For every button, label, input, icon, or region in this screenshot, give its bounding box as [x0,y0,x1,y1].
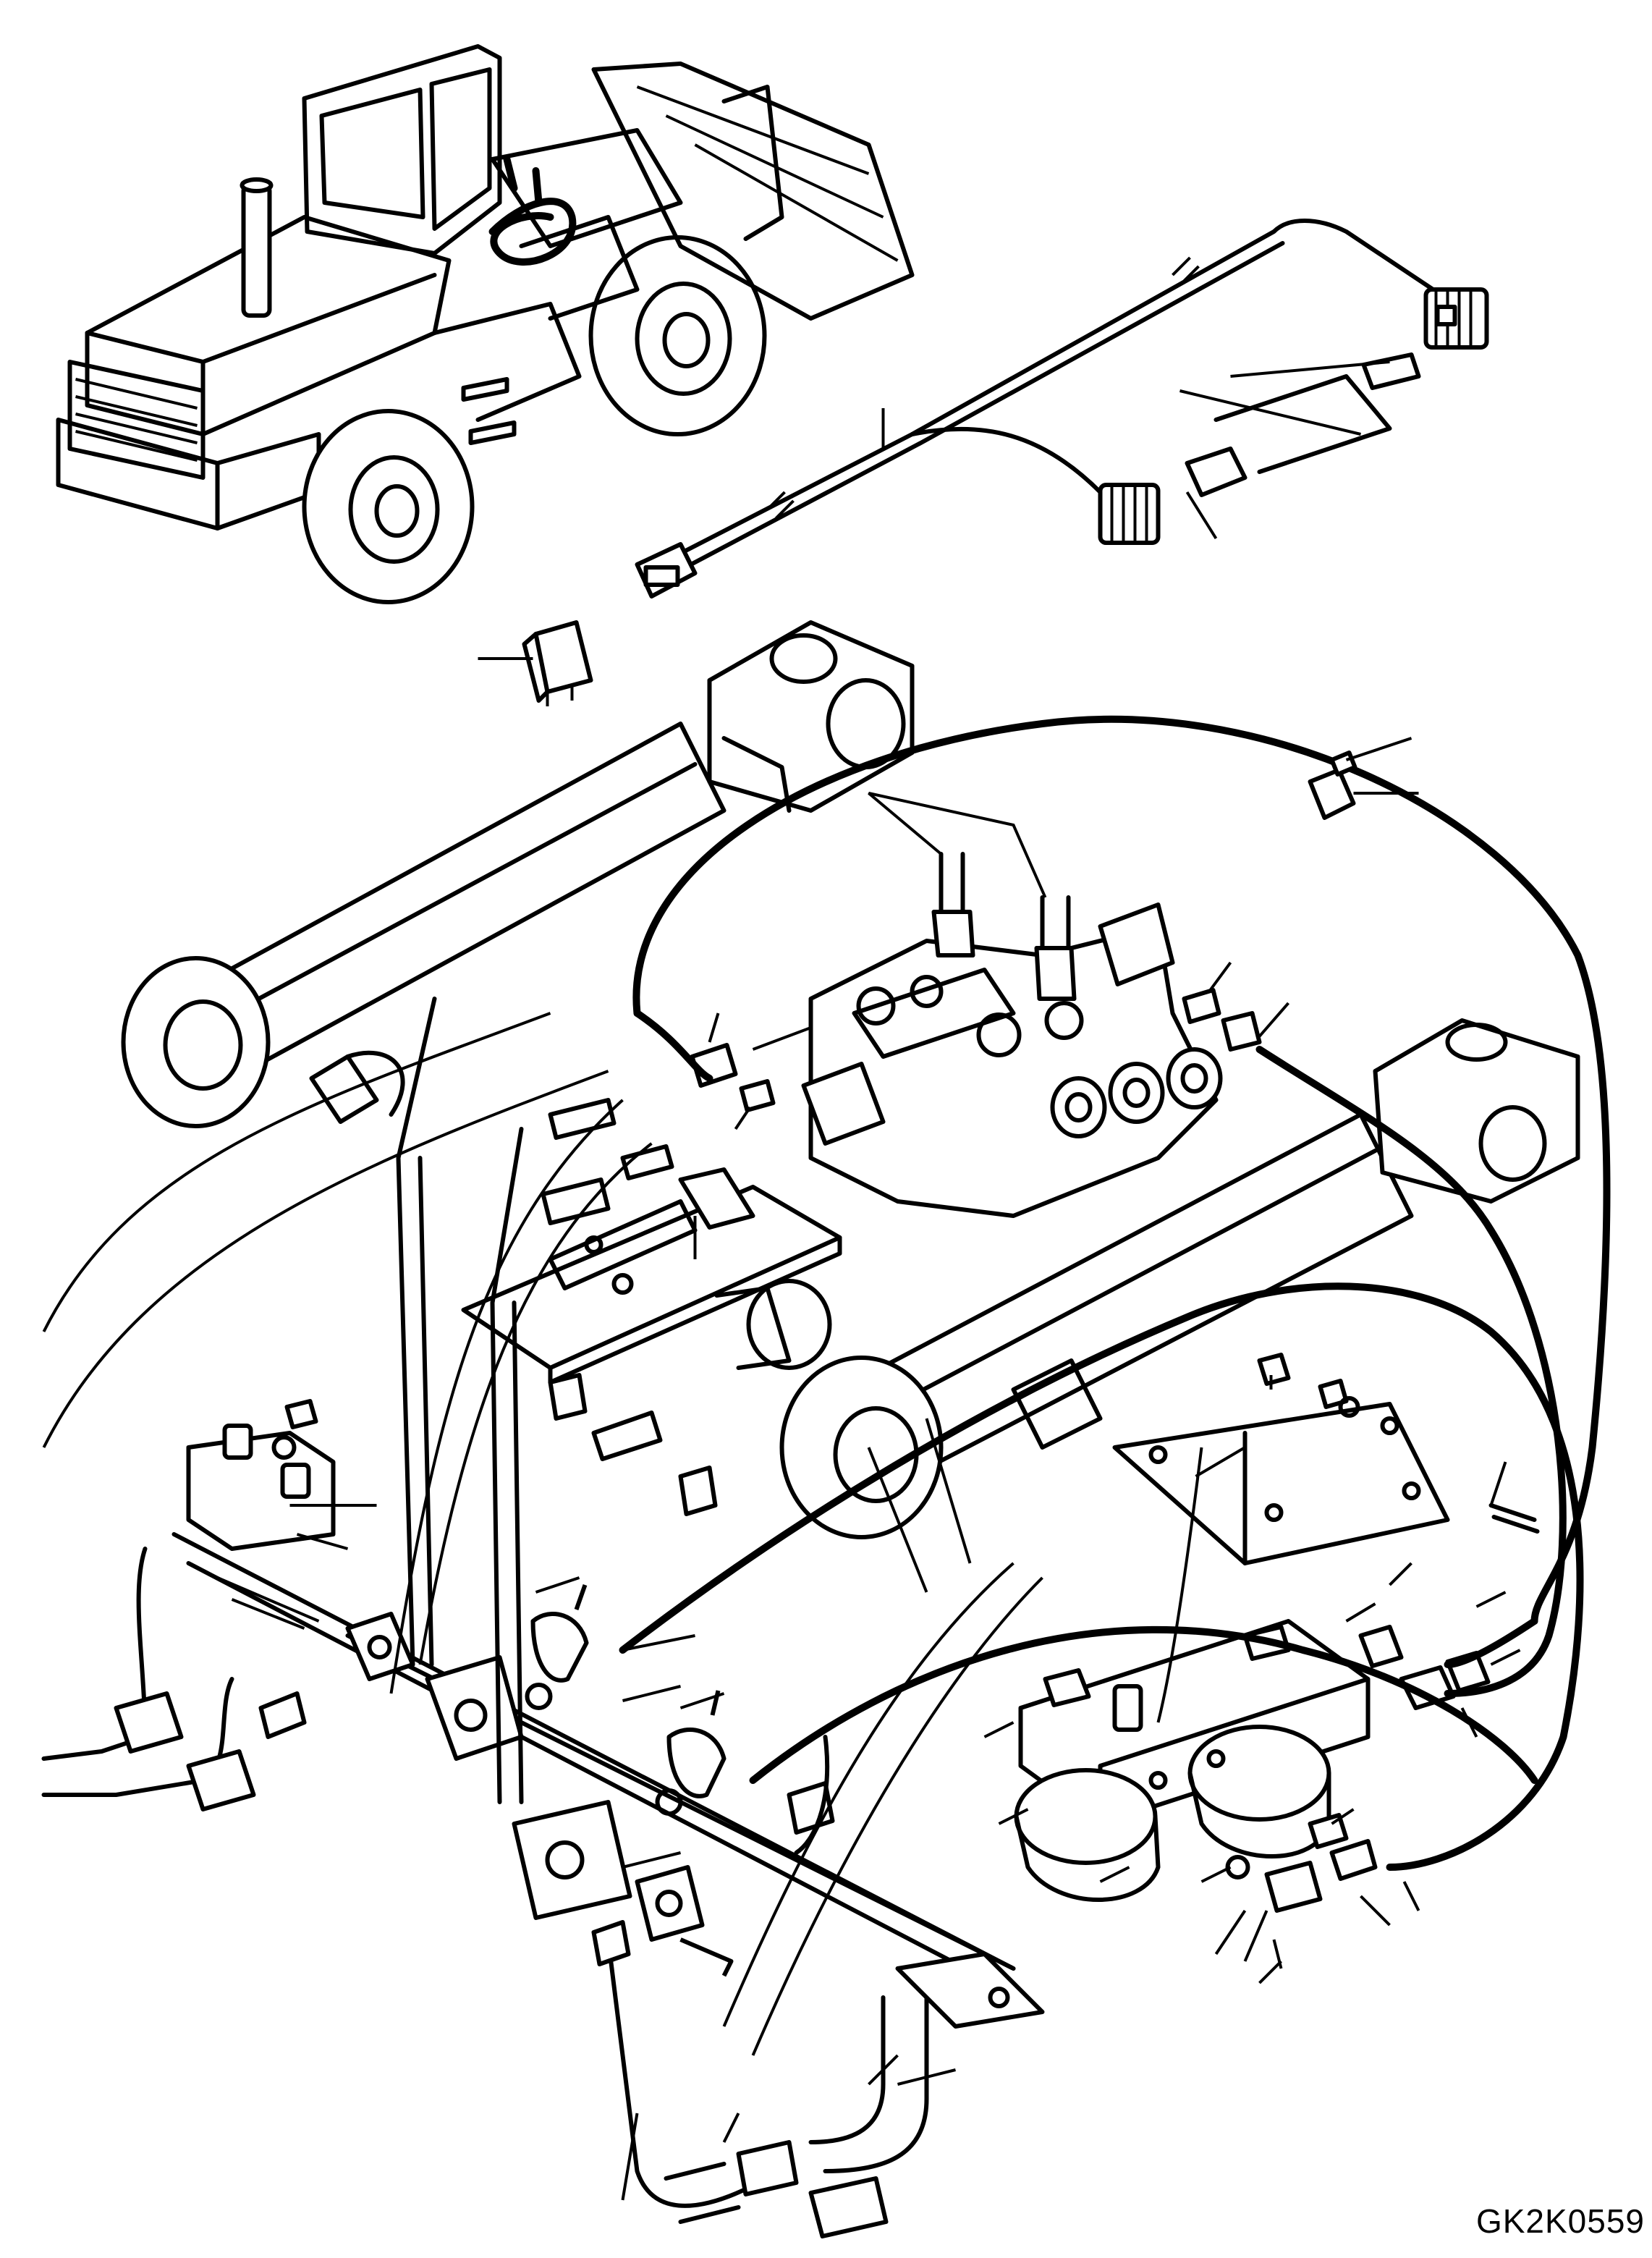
cylinder-icon [779,1018,1580,1539]
accumulator-icon [1014,1619,1491,1984]
pipe-icon [41,997,1045,2238]
leader-lines [42,1012,1521,2201]
hose-lines [619,715,1611,1871]
cable-harness-icon [635,219,1489,599]
valve-block-icon [690,792,1290,1218]
relay-icon [478,620,593,706]
wheel-loader-icon [56,44,915,604]
plate-icon [1112,1353,1540,1565]
drawing-reference-code: GK2K0559 [1475,2202,1645,2240]
cylinder-icon [121,620,915,1128]
bracket-icon [461,1098,842,1516]
